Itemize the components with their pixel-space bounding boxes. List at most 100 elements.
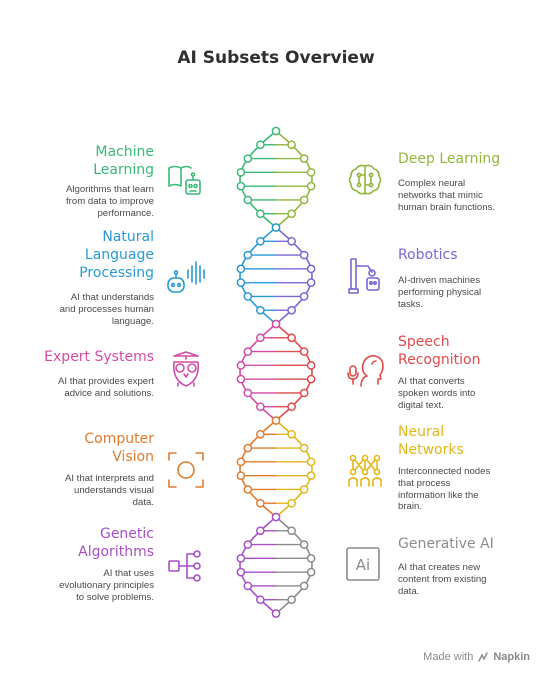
helix-node-right-3-1 — [287, 429, 296, 439]
helix-node-left-2-1 — [256, 333, 265, 343]
label-neural-networks: Neural Networks — [398, 424, 464, 458]
talking-robot-icon — [167, 261, 205, 293]
helix-node-left-1-2 — [243, 250, 253, 260]
helix-node-right-1-6 — [287, 305, 296, 315]
desc-expert-systems: AI that provides expert advice and solut… — [58, 376, 154, 399]
desc-genetic-algorithms: AI that uses evolutionary principles to … — [59, 568, 154, 603]
helix-node-left-4-1 — [256, 526, 265, 536]
helix-node-left-4-5 — [243, 581, 253, 591]
helix-node-right-2-6 — [287, 402, 296, 412]
helix-node-right-0-3 — [306, 168, 316, 177]
helix-node-right-3-4 — [306, 471, 316, 480]
desc-machine-learning: Algorithms that learn from data to impro… — [66, 184, 154, 219]
helix-node-left-3-2 — [243, 443, 253, 453]
diagram-title: AI Subsets Overview — [177, 48, 375, 68]
helix-node-right-4-5 — [299, 581, 309, 591]
helix-node-left-3-4 — [236, 471, 246, 480]
owl-icon — [172, 351, 200, 387]
helix-node-right-4-1 — [287, 526, 296, 536]
helix-node-left-3-6 — [256, 498, 265, 508]
helix-node-left-0-6 — [256, 209, 265, 219]
robot-book-icon — [168, 165, 201, 195]
desc-computer-vision: AI that interprets and understands visua… — [64, 473, 154, 508]
ai-box-icon: Ai — [346, 547, 380, 581]
helix-node-left-4-4 — [236, 567, 246, 577]
helix-cross-node-3 — [271, 416, 281, 425]
helix-node-left-2-4 — [236, 374, 246, 384]
helix-node-left-0-1 — [256, 140, 265, 150]
helix-cross-node-5 — [271, 609, 281, 618]
helix-node-left-1-4 — [236, 278, 246, 287]
helix-cross-node-2 — [271, 319, 281, 329]
helix-node-right-4-3 — [306, 554, 316, 563]
footer-brand[interactable]: Napkin — [493, 651, 530, 663]
label-speech-recognition: Speech Recognition — [398, 334, 481, 368]
network-people-icon — [348, 454, 382, 487]
helix-cross-node-1 — [271, 223, 281, 232]
focus-eye-icon — [168, 452, 204, 488]
helix-node-right-2-5 — [299, 388, 309, 398]
helix-node-left-0-2 — [243, 154, 253, 163]
label-expert-systems: Expert Systems — [44, 349, 154, 365]
helix-node-left-2-3 — [236, 361, 246, 370]
helix-node-left-2-2 — [243, 347, 253, 356]
helix-node-right-1-2 — [299, 250, 309, 260]
helix-node-left-2-5 — [243, 388, 253, 398]
helix-node-left-0-3 — [236, 168, 246, 177]
helix-node-left-4-3 — [236, 554, 246, 563]
desc-deep-learning: Complex neural networks that mimic human… — [398, 178, 496, 213]
helix-node-left-1-1 — [256, 236, 265, 246]
helix-node-left-0-5 — [243, 195, 253, 205]
helix-node-left-1-3 — [236, 264, 246, 274]
helix-node-left-0-4 — [236, 181, 246, 191]
helix-node-right-0-6 — [287, 209, 296, 219]
helix-node-right-2-1 — [287, 333, 296, 343]
label-machine-learning: Machine Learning — [93, 144, 154, 178]
helix-node-right-1-5 — [299, 292, 309, 301]
helix-node-right-0-1 — [287, 140, 296, 150]
footer-made-with: Made with — [423, 651, 474, 663]
helix-node-right-0-5 — [299, 195, 309, 205]
helix-node-right-3-5 — [299, 485, 309, 494]
napkin-logo-icon — [478, 652, 489, 662]
footer: Made with Napkin — [423, 651, 530, 663]
helix-node-right-4-6 — [287, 595, 296, 605]
label-genetic-algorithms: Genetic Algorithms — [78, 526, 154, 560]
helix-node-right-1-3 — [306, 264, 316, 274]
label-deep-learning: Deep Learning — [398, 151, 501, 167]
helix-node-left-3-1 — [256, 429, 265, 439]
brain-circuit-icon — [348, 164, 382, 195]
helix-node-right-0-4 — [306, 181, 316, 191]
helix-node-left-3-3 — [236, 457, 246, 467]
helix-node-left-4-6 — [256, 595, 265, 605]
desc-speech-recognition: AI that converts spoken words into digit… — [398, 376, 476, 411]
helix-node-right-2-3 — [306, 361, 316, 370]
helix-node-left-1-5 — [243, 292, 253, 301]
ai-box-glyph: Ai — [356, 556, 370, 574]
helix-node-left-2-6 — [256, 402, 265, 412]
label-robotics: Robotics — [398, 247, 458, 263]
helix-node-right-3-3 — [306, 457, 316, 467]
helix-node-right-3-2 — [299, 443, 309, 453]
desc-neural-networks: Interconnected nodes that process inform… — [398, 466, 491, 513]
speaking-head-mic-icon — [347, 355, 384, 387]
label-computer-vision: Computer Vision — [84, 431, 154, 465]
helix-node-right-2-2 — [299, 347, 309, 356]
helix-node-right-0-2 — [299, 154, 309, 163]
desc-robotics: AI-driven machines performing physical t… — [398, 275, 482, 310]
helix-node-left-4-2 — [243, 540, 253, 549]
helix-node-right-2-4 — [306, 374, 316, 384]
robot-arm-icon — [348, 258, 380, 294]
helix-cross-node-0 — [271, 126, 281, 136]
helix-node-left-3-5 — [243, 485, 253, 494]
branch-nodes-icon — [168, 550, 201, 582]
label-nlp: Natural Language Processing — [79, 229, 154, 281]
helix-node-right-3-6 — [287, 498, 296, 508]
helix-node-left-1-6 — [256, 305, 265, 315]
desc-generative-ai: AI that creates new content from existin… — [398, 562, 487, 597]
helix-node-right-4-4 — [306, 567, 316, 577]
helix-node-right-1-1 — [287, 236, 296, 246]
helix-node-right-4-2 — [299, 540, 309, 549]
helix-cross-node-4 — [271, 512, 281, 522]
